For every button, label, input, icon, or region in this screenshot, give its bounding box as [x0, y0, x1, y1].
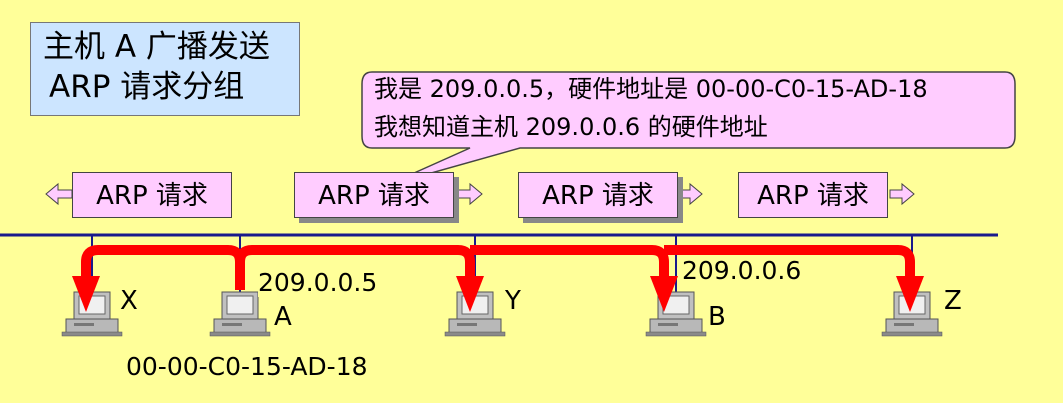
host-label-b: B	[708, 302, 726, 332]
host-label-a: A	[274, 302, 292, 332]
bubble-line-1: 我是 209.0.0.5，硬件地址是 00-00-C0-15-AD-18	[374, 75, 928, 103]
broadcast-arrow-to-y	[235, 245, 475, 276]
broadcast-arrow-to-x	[81, 245, 245, 290]
speech-bubble	[361, 71, 1016, 187]
broadcast-arrow-to-z	[664, 245, 915, 276]
arp-request-box-3: ARP 请求	[518, 172, 678, 218]
arrowhead-b	[650, 276, 678, 312]
host-label-z: Z	[944, 286, 962, 316]
host-label-x: X	[120, 286, 138, 316]
arrowhead-z	[896, 276, 924, 312]
arrowhead-y	[456, 276, 484, 312]
arp-request-box-2: ARP 请求	[294, 172, 454, 218]
arp-request-box-4: ARP 请求	[738, 172, 888, 218]
arp-right-arrow-icon-2	[679, 182, 703, 206]
arp-right-arrow-icon-3	[889, 182, 915, 206]
title-line-1: 主机 A 广播发送	[43, 29, 270, 65]
ip-label-b: 209.0.0.6	[682, 256, 802, 285]
host-label-y: Y	[505, 286, 521, 316]
arp-right-arrow-icon-1	[457, 182, 483, 206]
broadcast-arrow-to-b	[470, 245, 669, 276]
ip-label-a: 209.0.0.5	[258, 268, 378, 297]
title-box: 主机 A 广播发送 ARP 请求分组	[30, 22, 300, 116]
bubble-line-2: 我想知道主机 209.0.0.6 的硬件地址	[374, 113, 768, 141]
computer-a-icon	[209, 291, 271, 337]
mac-label-a: 00-00-C0-15-AD-18	[126, 352, 368, 381]
computer-b-icon	[645, 291, 707, 337]
bubble-text: 我是 209.0.0.5，硬件地址是 00-00-C0-15-AD-18 我想知…	[374, 70, 928, 146]
arp-left-arrow-icon	[45, 182, 73, 206]
title-line-2: ARP 请求分组	[49, 69, 245, 105]
arp-request-box-1: ARP 请求	[72, 172, 232, 218]
computer-x-icon	[61, 291, 123, 337]
arrowhead-x	[72, 276, 100, 312]
